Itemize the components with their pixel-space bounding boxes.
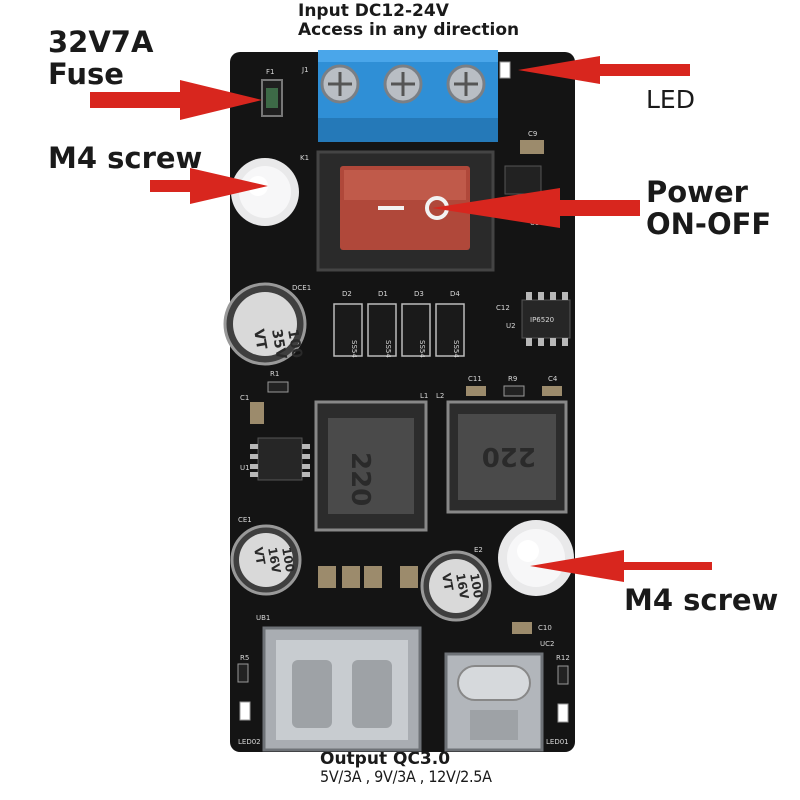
fuse-label: 32V7A Fuse	[48, 26, 153, 91]
capacitor-100uf-16v-right: 100 16V VT	[420, 550, 492, 622]
controller-ic-u2: IP6520	[521, 292, 571, 346]
silk-r9: R9	[508, 375, 517, 383]
silk-ce1: CE1	[238, 516, 252, 524]
silk-j1: J1	[301, 66, 309, 74]
arrow-fuse	[90, 80, 262, 120]
svg-text:SS54: SS54	[418, 340, 426, 358]
silk-c9: C9	[528, 130, 537, 138]
svg-text:100: 100	[279, 546, 297, 573]
annotation-arrows	[90, 56, 712, 582]
capacitor-100uf-16v-left: 100 16V VT	[230, 524, 302, 596]
svg-text:VT: VT	[251, 546, 268, 566]
input-terminal-block	[318, 50, 498, 142]
inductor-l1: 220	[314, 400, 428, 532]
silk-d4: D4	[450, 290, 460, 298]
silk-d2: D2	[342, 290, 352, 298]
silk-k1: K1	[300, 154, 309, 162]
silk-c11: C11	[468, 375, 482, 383]
schottky-diodes: SS54 SS54 SS54 SS54	[333, 303, 465, 358]
svg-text:SS54: SS54	[452, 340, 460, 358]
svg-text:220: 220	[345, 452, 375, 506]
svg-text:100: 100	[284, 328, 305, 360]
power-text: Power	[646, 175, 748, 209]
svg-text:SS54: SS54	[350, 340, 358, 358]
silk-f1: F1	[266, 68, 274, 76]
svg-text:220: 220	[482, 441, 536, 471]
silk-led01: LED01	[546, 738, 569, 746]
svg-text:SS54: SS54	[384, 340, 392, 358]
silk-e2: E2	[474, 546, 483, 554]
svg-text:16V: 16V	[453, 572, 471, 601]
silk-u1: U1	[240, 464, 250, 472]
fuse-rating-text: 32V7A	[48, 25, 154, 59]
on-off-text: ON-OFF	[646, 207, 772, 242]
arrow-led	[518, 56, 690, 84]
svg-text:16V: 16V	[265, 546, 283, 575]
arrow-power	[432, 188, 640, 228]
input-direction-text: Access in any direction	[298, 20, 520, 41]
svg-text:100: 100	[467, 572, 485, 599]
silk-led02: LED02	[238, 738, 261, 746]
capacitor-100uf-35v: 100 35V VT	[223, 282, 307, 366]
inductor-l2: 220	[446, 400, 568, 514]
silk-d1: D1	[378, 290, 388, 298]
fuse-text: Fuse	[48, 57, 124, 92]
silk-uc2: UC2	[540, 640, 554, 648]
controller-ic-u1	[250, 437, 310, 481]
arrow-screw-bottom	[530, 550, 712, 582]
indicator-led	[499, 61, 511, 79]
input-voltage-text: Input DC12-24V	[298, 1, 449, 21]
silk-ub1: UB1	[256, 614, 270, 622]
output-specs-label: 5V/3A , 9V/3A , 12V/2.5A	[320, 767, 492, 786]
silk-dce1: DCE1	[292, 284, 311, 292]
led-label: LED	[646, 85, 695, 114]
svg-text:VT: VT	[439, 572, 456, 592]
silk-c12: C12	[496, 304, 510, 312]
silk-r1: R1	[270, 370, 279, 378]
silk-c10: C10	[538, 624, 552, 632]
svg-text:IP6520: IP6520	[530, 316, 554, 324]
silk-r12: R12	[556, 654, 570, 662]
power-label: Power ON-OFF	[646, 176, 771, 241]
silk-c4: C4	[548, 375, 558, 383]
screw-bottom-label: M4 screw	[624, 583, 779, 617]
silk-u2: U2	[506, 322, 516, 330]
usb-a-port	[262, 626, 422, 752]
svg-text:VT: VT	[250, 328, 269, 351]
mount-screw-bottom	[498, 520, 574, 596]
input-label: Input DC12-24V Access in any direction	[298, 1, 520, 41]
screw-top-label: M4 screw	[48, 141, 203, 175]
silk-r5: R5	[240, 654, 249, 662]
silk-c1: C1	[240, 394, 249, 402]
silk-d3: D3	[414, 290, 424, 298]
output-title-label: Output QC3.0	[320, 749, 451, 769]
silk-l1: L1	[420, 392, 428, 400]
silk-l2: L2	[436, 392, 444, 400]
usb-c-port	[444, 652, 544, 752]
svg-text:35V: 35V	[268, 328, 289, 361]
arrow-screw-top	[150, 168, 268, 204]
